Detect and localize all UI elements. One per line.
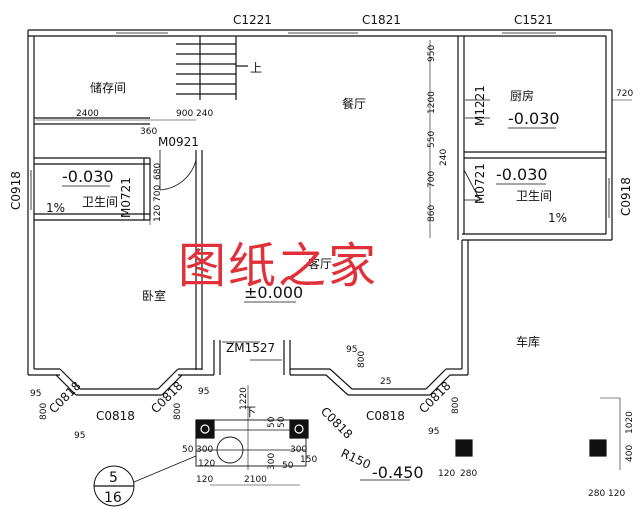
slope-bath-left: 1% (46, 201, 65, 215)
door-bath-right-label: M0721 (473, 163, 487, 204)
window-top-mid-label: C1821 (362, 13, 401, 27)
dim-50d: 50 (282, 461, 294, 471)
window-bay-r3-label: C0818 (416, 379, 453, 416)
dim-900: 900 (176, 109, 193, 119)
elevation-living: ±0.000 (244, 283, 303, 302)
room-garage-label: 车库 (516, 334, 540, 349)
dim-800b: 800 (173, 403, 183, 420)
slope-bath-right: 1% (548, 211, 567, 225)
dim-50a: 50 (267, 416, 277, 428)
elevation-bath-left: -0.030 (62, 167, 114, 186)
dim-120e: 120 (608, 489, 625, 499)
window-top-left-label: C1221 (233, 13, 272, 27)
dim-50c: 50 (182, 445, 194, 455)
dim-240a: 240 (196, 109, 213, 119)
dim-360: 360 (140, 127, 157, 137)
door-entry-label: ZM1527 (226, 341, 275, 355)
dim-120d: 120 (438, 469, 455, 479)
dim-150: 150 (300, 455, 317, 465)
stair-up-label: 上 (250, 61, 262, 75)
dim-95b: 95 (74, 431, 85, 441)
dim-95d: 95 (346, 345, 357, 355)
dim-120a: 120 (153, 205, 163, 222)
window-top-right-label: C1521 (514, 13, 553, 27)
elevation-kitchen: -0.030 (508, 109, 560, 128)
dim-2100: 2100 (244, 475, 267, 485)
watermark: 图纸之家 (178, 238, 378, 294)
dim-1020: 1020 (625, 411, 635, 434)
dim-700b: 700 (427, 171, 437, 188)
window-bay-l2-label: C0818 (96, 409, 135, 423)
window-bay-r2-label: C0818 (366, 409, 405, 423)
dim-800d: 800 (451, 397, 461, 414)
dim-550: 550 (427, 131, 437, 148)
stair-down-label: 下 (244, 405, 256, 419)
dim-1220: 1220 (239, 387, 249, 410)
door-storage-label: M0921 (158, 135, 199, 149)
door-kitchen-label: M1221 (473, 85, 487, 126)
radius-label: R150 (339, 446, 373, 472)
dim-50b: 50 (277, 416, 287, 428)
elevation-bath-right: -0.030 (496, 165, 548, 184)
dim-950: 950 (427, 45, 437, 62)
dim-25: 25 (380, 377, 391, 387)
dim-800c: 800 (357, 351, 367, 368)
window-bay-r1-label: C0818 (318, 404, 355, 441)
dim-700a: 700 (153, 185, 163, 202)
room-living-label: 客厅 (308, 256, 332, 271)
window-right-label: C0918 (619, 177, 633, 216)
window-left-label: C0918 (9, 171, 23, 210)
dim-800a: 800 (39, 403, 49, 420)
dim-300b: 300 (196, 445, 213, 455)
dim-300a: 300 (267, 453, 277, 470)
dim-95a: 95 (30, 389, 41, 399)
room-bedroom-label: 卧室 (142, 288, 166, 303)
dim-860: 860 (427, 205, 437, 222)
dim-2400: 2400 (76, 109, 99, 119)
elevation-outside: -0.450 (372, 463, 424, 482)
room-kitchen-label: 厨房 (510, 88, 534, 103)
door-bath-left-label: M0721 (119, 177, 133, 218)
dim-120b: 120 (198, 459, 215, 469)
dim-720: 720 (616, 89, 633, 99)
room-storage-label: 储存间 (90, 80, 126, 95)
detail-ref-sheet: 16 (104, 490, 122, 506)
room-dining-label: 餐厅 (342, 96, 366, 111)
dim-240b: 240 (439, 149, 449, 166)
room-bath-right-label: 卫生间 (516, 189, 552, 203)
dim-1200: 1200 (427, 91, 437, 114)
dim-120c: 120 (196, 475, 213, 485)
dim-400: 400 (625, 445, 635, 462)
dim-680: 680 (153, 163, 163, 180)
room-bath-left-label: 卫生间 (82, 195, 118, 209)
dim-280b: 280 (588, 489, 605, 499)
dim-300c: 300 (290, 445, 307, 455)
dim-95c: 95 (198, 387, 209, 397)
dim-280a: 280 (460, 469, 477, 479)
detail-ref-number: 5 (109, 470, 118, 486)
dim-95e: 95 (428, 427, 439, 437)
